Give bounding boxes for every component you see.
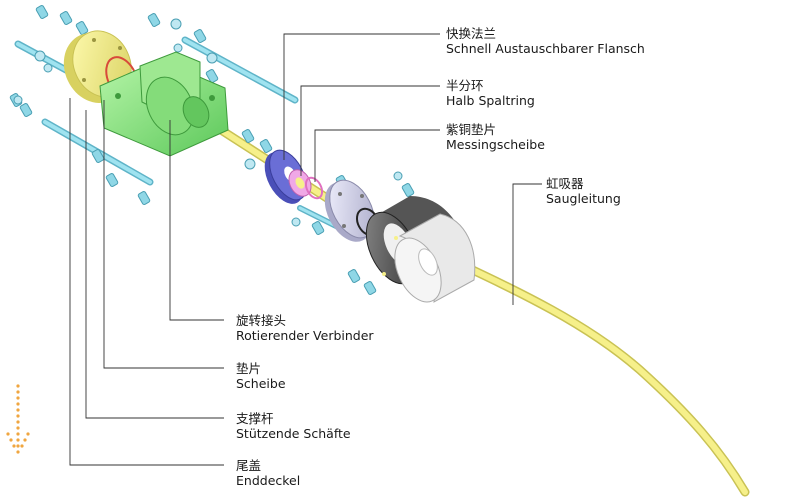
label-rotary-connector-zh: 旋转接头 bbox=[236, 313, 287, 328]
label-rotary-connector-de: Rotierender Verbinder bbox=[236, 328, 374, 343]
label-flange-zh: 快换法兰 bbox=[446, 26, 497, 41]
label-end-cover-zh: 尾盖 bbox=[236, 458, 262, 473]
label-support-rods-de: Stützende Schäfte bbox=[236, 426, 351, 441]
label-suction-line-zh: 虹吸器 bbox=[546, 176, 584, 191]
label-washer: 垫片 Scheibe bbox=[236, 361, 286, 391]
label-split-ring-de: Halb Spaltring bbox=[446, 93, 535, 108]
label-washer-de: Scheibe bbox=[236, 376, 286, 391]
nuts bbox=[13, 18, 417, 227]
label-split-ring-zh: 半分环 bbox=[446, 78, 484, 93]
steel-disc bbox=[324, 179, 381, 242]
label-rotary-connector: 旋转接头 Rotierender Verbinder bbox=[236, 313, 374, 343]
label-support-rods-zh: 支撑杆 bbox=[236, 411, 274, 426]
rotary-connector bbox=[99, 51, 229, 157]
label-brass-washer-zh: 紫铜垫片 bbox=[446, 122, 497, 137]
label-split-ring: 半分环 Halb Spaltring bbox=[446, 78, 535, 108]
label-flange-de: Schnell Austauschbarer Flansch bbox=[446, 41, 645, 56]
label-suction-line-de: Saugleitung bbox=[546, 191, 621, 206]
label-support-rods: 支撑杆 Stützende Schäfte bbox=[236, 411, 351, 441]
down-arrow-icon bbox=[6, 384, 30, 454]
leader-lines bbox=[69, 33, 542, 466]
protective-shell bbox=[394, 213, 476, 303]
half-split-ring bbox=[288, 169, 312, 197]
label-brass-washer-de: Messingscheibe bbox=[446, 137, 545, 152]
label-flange: 快换法兰 Schnell Austauschbarer Flansch bbox=[446, 26, 645, 56]
label-suction-line: 虹吸器 Saugleitung bbox=[546, 176, 621, 206]
label-washer-zh: 垫片 bbox=[236, 361, 262, 376]
label-end-cover-de: Enddeckel bbox=[236, 473, 301, 488]
label-brass-washer: 紫铜垫片 Messingscheibe bbox=[446, 122, 545, 152]
label-end-cover: 尾盖 Enddeckel bbox=[236, 458, 300, 488]
brass-washer bbox=[304, 176, 324, 200]
